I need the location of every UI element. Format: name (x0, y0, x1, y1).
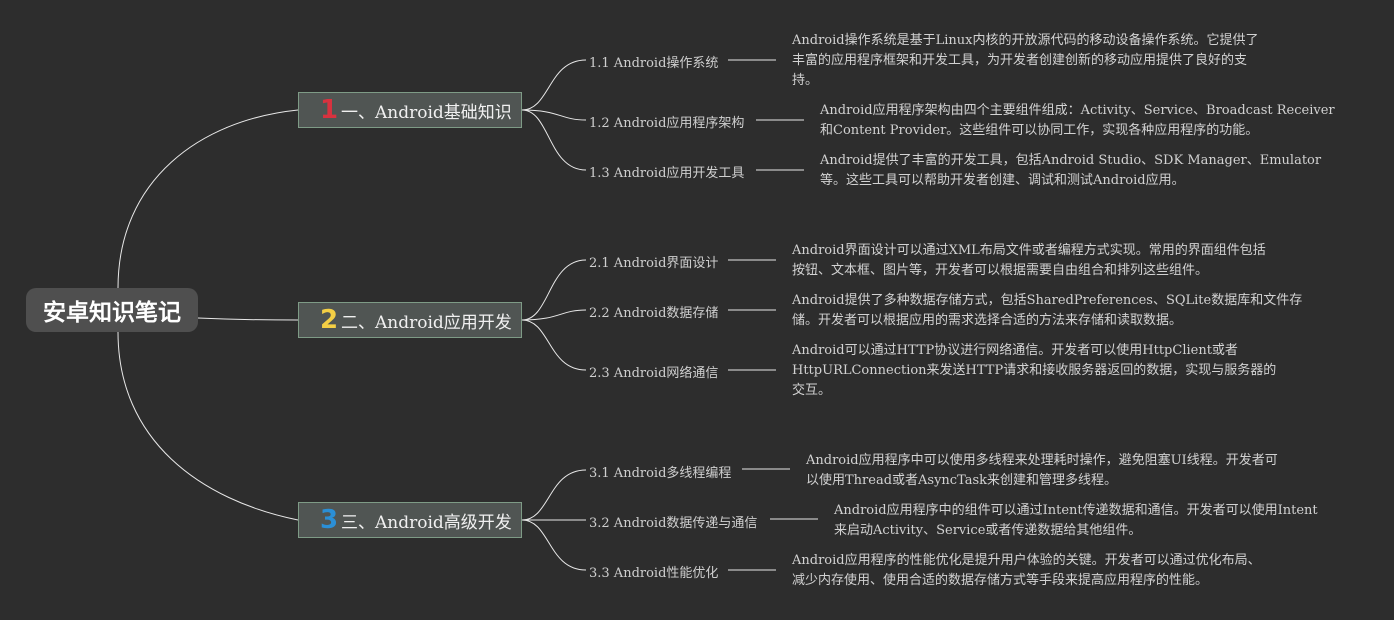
note-1-3[interactable]: Android提供了丰富的开发工具，包括Android Studio、SDK M… (820, 153, 1322, 188)
link-root-branch-1 (117, 109, 299, 289)
note-2-1[interactable]: Android界面设计可以通过XML布局文件或者编程方式实现。常用的界面组件包括… (792, 243, 1266, 278)
subtopic-3-1[interactable]: 3.1 Android多线程编程 (589, 466, 732, 481)
subtopic-1-2[interactable]: 1.2 Android应用程序架构 (589, 116, 745, 131)
number-2-icon: 2 (319, 305, 339, 335)
note-3-2[interactable]: Android应用程序中的组件可以通过Intent传递数据和通信。开发者可以使用… (834, 503, 1318, 538)
branch-topic-label: 一、Android基础知识 (341, 102, 512, 123)
branch-topic-label: 三、Android高级开发 (341, 512, 512, 533)
note-1-2[interactable]: Android应用程序架构由四个主要组件组成：Activity、Service、… (820, 103, 1335, 138)
note-2-3[interactable]: Android可以通过HTTP协议进行网络通信。开发者可以使用HttpClien… (792, 343, 1277, 398)
branch-topic-2[interactable]: 2 二、Android应用开发 (298, 302, 522, 338)
note-1-1[interactable]: Android操作系统是基于Linux内核的开放源代码的移动设备操作系统。它提供… (792, 33, 1259, 88)
branch-topic-1[interactable]: 1 一、Android基础知识 (298, 92, 522, 128)
subtopic-1-3[interactable]: 1.3 Android应用开发工具 (589, 166, 745, 181)
number-3-icon: 3 (319, 505, 339, 535)
branch-topic-label: 二、Android应用开发 (341, 312, 512, 333)
subtopic-3-2[interactable]: 3.2 Android数据传递与通信 (589, 516, 758, 531)
note-3-3[interactable]: Android应用程序的性能优化是提升用户体验的关键。开发者可以通过优化布局、 … (792, 553, 1261, 588)
subtopic-2-3[interactable]: 2.3 Android网络通信 (589, 366, 719, 381)
link-root-branch-2 (197, 317, 299, 321)
number-1-icon: 1 (319, 95, 339, 125)
subtopic-2-2[interactable]: 2.2 Android数据存储 (589, 306, 719, 321)
subtopic-1-1[interactable]: 1.1 Android操作系统 (589, 56, 719, 71)
note-3-1[interactable]: Android应用程序中可以使用多线程来处理耗时操作，避免阻塞UI线程。开发者可… (806, 453, 1278, 488)
root-topic[interactable]: 安卓知识笔记 (26, 288, 198, 332)
branch-topic-3[interactable]: 3 三、Android高级开发 (298, 502, 522, 538)
subtopic-2-1[interactable]: 2.1 Android界面设计 (589, 256, 719, 271)
link-root-branch-3 (117, 331, 299, 521)
subtopic-3-3[interactable]: 3.3 Android性能优化 (589, 566, 719, 581)
root-topic-label: 安卓知识笔记 (43, 300, 181, 326)
note-2-2[interactable]: Android提供了多种数据存储方式，包括SharedPreferences、S… (792, 293, 1303, 328)
